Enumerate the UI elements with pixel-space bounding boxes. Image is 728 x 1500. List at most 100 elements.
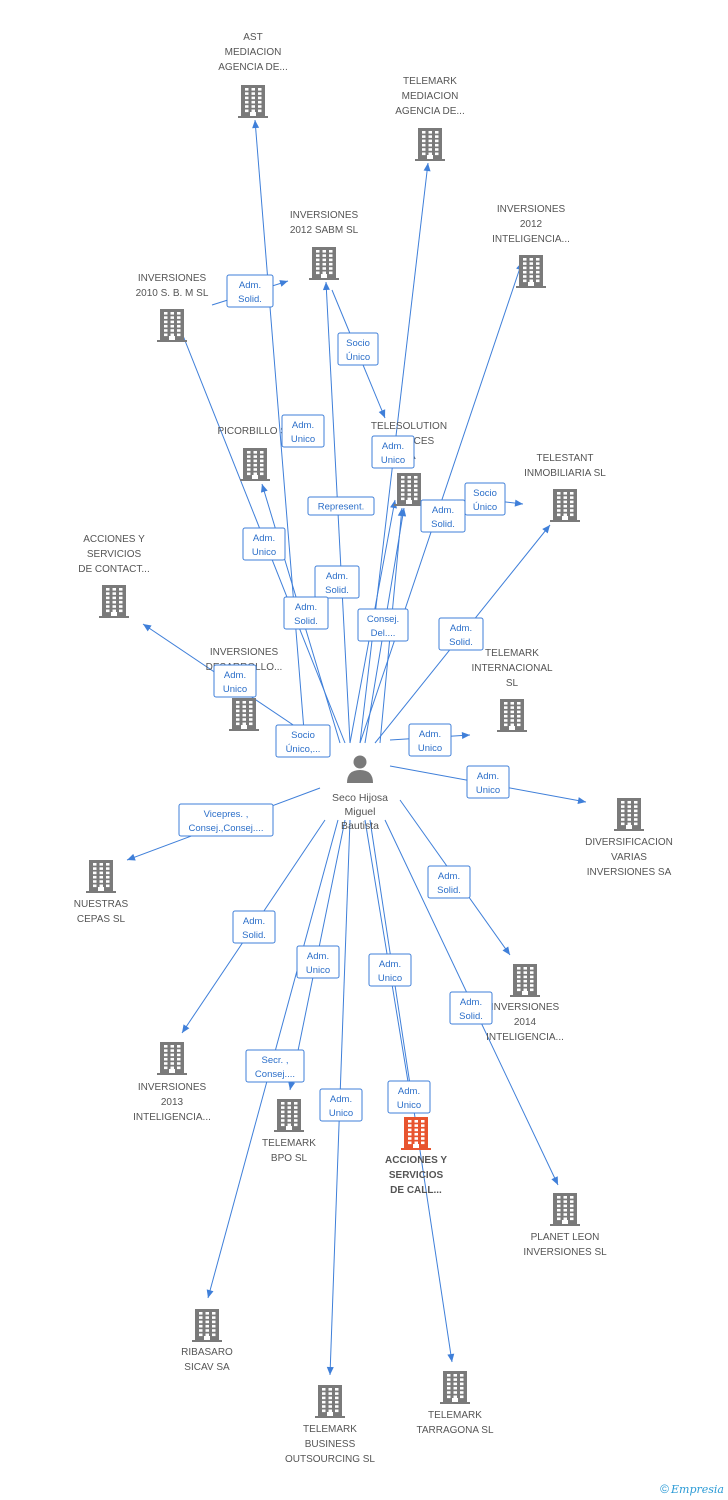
role-label-r22[interactable]: Adm.Solid. bbox=[449, 991, 493, 1025]
building-icon bbox=[614, 798, 644, 831]
role-label-r23[interactable]: Secr. ,Consej.... bbox=[245, 1049, 305, 1083]
role-text-line: Unico bbox=[378, 973, 402, 984]
building-icon bbox=[550, 1193, 580, 1226]
role-label-r13[interactable]: Adm.Unico bbox=[213, 664, 257, 698]
company-label-line: DE CONTACT... bbox=[78, 564, 149, 575]
arrowhead bbox=[461, 732, 470, 739]
building-icon bbox=[86, 860, 116, 893]
company-label-line: DE CALL... bbox=[390, 1185, 442, 1196]
company-label-line: VARIAS bbox=[611, 852, 647, 863]
building-icon bbox=[229, 698, 259, 731]
building-icon bbox=[157, 309, 187, 342]
role-label-r19[interactable]: Adm.Solid. bbox=[232, 910, 276, 944]
company-label-line: INVERSIONES bbox=[138, 1082, 207, 1093]
role-text-line: Del.... bbox=[371, 628, 396, 639]
role-text-line: Solid. bbox=[437, 885, 461, 896]
company-label-line: TELEMARK bbox=[485, 648, 539, 659]
role-text-line: Consej.... bbox=[255, 1069, 295, 1080]
role-text-line: Adm. bbox=[292, 420, 314, 431]
company-node-inv2013[interactable]: INVERSIONES2013INTELIGENCIA... bbox=[133, 1042, 211, 1123]
arrowhead bbox=[143, 624, 152, 632]
company-label-line: INTELIGENCIA... bbox=[486, 1032, 564, 1043]
edges-layer bbox=[126, 119, 587, 1376]
role-text-line: Adm. bbox=[382, 441, 404, 452]
company-label-line: INVERSIONES bbox=[491, 1002, 560, 1013]
role-label-r14[interactable]: SocioÚnico,... bbox=[275, 724, 331, 758]
company-label-line: TELEMARK bbox=[403, 76, 457, 87]
role-label-r3[interactable]: Adm.Unico bbox=[281, 414, 325, 448]
building-icon bbox=[309, 247, 339, 280]
company-label-line: TELEMARK bbox=[428, 1410, 482, 1421]
role-text-line: Adm. bbox=[438, 871, 460, 882]
role-text-line: Socio bbox=[473, 488, 497, 499]
role-label-r25[interactable]: Adm.Unico bbox=[387, 1080, 431, 1114]
arrowhead bbox=[127, 853, 136, 861]
building-icon bbox=[550, 489, 580, 522]
company-label-line: INVERSIONES SL bbox=[523, 1247, 607, 1258]
building-icon bbox=[99, 585, 129, 618]
company-label-line: AGENCIA DE... bbox=[395, 106, 464, 117]
arrowhead bbox=[182, 1024, 190, 1033]
role-label-r7[interactable]: Adm.Solid. bbox=[420, 499, 466, 533]
building-icon bbox=[238, 85, 268, 118]
role-label-r9[interactable]: Adm.Solid. bbox=[314, 565, 360, 599]
role-label-r1[interactable]: Adm.Solid. bbox=[226, 274, 274, 308]
building-icon bbox=[440, 1371, 470, 1404]
role-label-r11[interactable]: Consej.Del.... bbox=[357, 608, 409, 642]
role-text-line: Adm. bbox=[460, 997, 482, 1008]
company-node-inv2014[interactable]: INVERSIONES2014INTELIGENCIA... bbox=[486, 964, 564, 1043]
role-label-r16[interactable]: Adm.Unico bbox=[466, 765, 510, 799]
role-label-r17[interactable]: Vicepres. ,Consej.,Consej.... bbox=[178, 803, 274, 837]
role-text-line: Único bbox=[473, 502, 497, 513]
company-label-line: PICORBILLO SL bbox=[217, 426, 292, 437]
role-label-r18[interactable]: Adm. Solid. bbox=[427, 865, 471, 899]
arrowhead bbox=[260, 484, 268, 493]
role-text-line: Solid. bbox=[449, 637, 473, 648]
role-label-r8[interactable]: Adm.Unico bbox=[242, 527, 286, 561]
role-label-r5[interactable]: Represent. bbox=[307, 496, 375, 516]
role-label-r10[interactable]: Adm.Solid. bbox=[283, 596, 329, 630]
arrowhead bbox=[577, 797, 586, 804]
arrowhead bbox=[322, 282, 330, 291]
role-label-r24[interactable]: Adm.Unico bbox=[319, 1088, 363, 1122]
company-node-picorbillo[interactable]: PICORBILLO SL bbox=[217, 426, 293, 481]
company-label-line: 2012 SABM SL bbox=[290, 225, 359, 236]
role-label-r21[interactable]: Adm.Unico bbox=[368, 953, 412, 987]
role-label-r4[interactable]: Adm.Unico bbox=[371, 435, 415, 469]
building-icon bbox=[394, 473, 424, 506]
copyright-symbol: © bbox=[660, 1482, 669, 1496]
role-text-line: Solid. bbox=[431, 519, 455, 530]
role-text-line: Represent. bbox=[318, 502, 364, 513]
arrowhead bbox=[390, 500, 397, 509]
role-text-line: Unico bbox=[476, 785, 500, 796]
company-label-line: AST bbox=[243, 32, 262, 43]
building-icon bbox=[415, 128, 445, 161]
role-label-r12[interactable]: Adm.Solid. bbox=[438, 617, 484, 651]
company-node-inv2012int[interactable]: INVERSIONES2012INTELIGENCIA... bbox=[492, 204, 570, 288]
company-label-line: SL bbox=[506, 678, 519, 689]
role-label-r15[interactable]: Adm.Unico bbox=[408, 723, 452, 757]
company-label-line: INTELIGENCIA... bbox=[133, 1112, 211, 1123]
role-text-line: Único bbox=[346, 352, 370, 363]
role-label-r20[interactable]: Adm.Unico bbox=[296, 945, 340, 979]
person-icon bbox=[347, 755, 373, 783]
